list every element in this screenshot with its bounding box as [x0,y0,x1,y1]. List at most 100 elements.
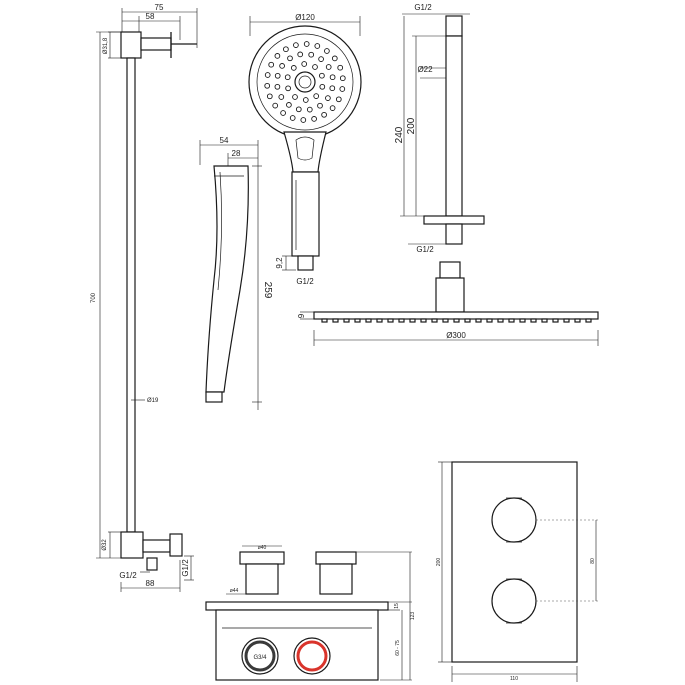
overhead-nozzle [497,318,504,323]
slide-rail: 75 58 Ø31,8 700 Ø19 Ø32 G1/2 [91,3,198,592]
spray-hole [306,106,313,113]
spray-hole [289,115,296,121]
spray-hole [297,51,304,58]
dim-plate-height: 200 [436,558,442,567]
hot-inlet-marker [296,640,328,672]
dim-side-thread: G1/2 [181,559,190,577]
arm-bottom-thread [445,223,463,245]
overhead-nozzle [508,318,515,323]
upper-knob [491,497,537,543]
spray-hole [337,64,344,71]
overhead-nozzle [431,318,438,323]
overhead-nozzle [519,318,526,323]
spray-hole [295,106,302,113]
rail-bar [126,57,136,533]
thermostat-box: ø40 ø44 G3/4 15 60 - 75 123 [205,545,416,681]
handle-grip [291,171,320,257]
spray-hole [312,64,318,70]
spray-hole [293,42,299,48]
spray-hole [311,116,317,122]
spray-hole [308,51,315,58]
spray-hole [278,94,285,100]
overhead-nozzle [486,318,493,323]
dim-flange: 15 [394,603,400,609]
overhead-connector [435,277,465,313]
overhead-nozzle [332,318,339,323]
spray-hole [268,61,275,68]
overhead-nozzle [574,318,581,323]
dim-width-bracket: 58 [146,12,155,21]
outlet-nipple [146,557,158,571]
overhead-nozzle [420,318,427,323]
spray-hole [319,72,325,79]
overhead-nozzle [552,318,559,323]
spray-hole [290,65,297,71]
spray-hole [292,94,298,100]
spray-hole [300,117,307,123]
overhead-shower: 9 Ø300 [297,261,599,346]
spray-hole [331,55,338,62]
overhead-nozzle [442,318,449,323]
side-thread [205,391,223,403]
spray-hole [287,55,293,62]
wall-elbow [169,533,183,557]
dim-knob-spacing: 80 [590,558,596,564]
top-bracket [120,31,142,59]
spray-hole [339,75,346,82]
overhead-nozzle [464,318,471,323]
spray-hole [325,95,331,101]
dim-side-depth: 28 [232,149,241,158]
spray-hole [279,63,285,69]
spray-hole [274,53,281,59]
mode-button [295,136,315,161]
overhead-nozzle [343,318,350,323]
dim-overhead-diameter: Ø300 [446,331,466,340]
spray-hole [329,74,336,81]
spray-hole [274,83,281,90]
hand-shower-front: Ø120 9,2 G1/2 [248,13,362,286]
spray-hole [302,97,309,103]
dim-bracket-diameter: Ø31,8 [103,37,109,54]
dim-width-total: 75 [155,3,164,12]
hand-shower-side: 54 28 259 [199,136,273,410]
dim-rail-diameter: Ø19 [147,398,159,404]
dim-outlet-thread: G1/2 [119,571,137,580]
spray-hole [318,56,324,62]
spray-hole [321,111,327,118]
dim-total-depth: 123 [410,612,416,621]
dim-spindle-diameter: ø44 [230,588,239,594]
dim-arm-thread-top: G1/2 [414,3,432,12]
spray-hole [264,72,271,78]
spray-hole [329,85,336,92]
spray-hole [314,43,321,49]
lower-knob [491,578,537,624]
dim-cap-diameter: ø40 [258,545,267,551]
dim-hand-length: 259 [262,282,273,299]
cold-inlet-marker [244,640,276,672]
dim-depth-range: 60 - 75 [395,640,401,656]
spray-hole [272,102,279,109]
spray-hole [324,48,330,54]
overhead-nozzle [530,318,537,323]
overhead-nozzle [541,318,548,323]
spray-hole [335,96,342,103]
overhead-plate [313,311,599,320]
spray-hole [313,93,320,99]
spray-hole [339,86,346,92]
top-bracket-arm [140,37,172,51]
bottom-bracket-arm [142,539,171,553]
box-flange [205,601,389,611]
overhead-nozzle [398,318,405,323]
cover-plate-outline [451,461,578,663]
dim-overhead-height: 9 [297,313,306,318]
dim-arm-length: 200 [406,117,417,134]
spray-holes [264,41,346,123]
dim-side-width: 54 [220,136,229,145]
overhead-nozzle [354,318,361,323]
center-nozzle [294,71,316,93]
dim-thread-length: 9,2 [275,257,284,269]
spray-hole [264,82,271,89]
box-body [215,609,379,681]
arm-flange [423,215,485,225]
